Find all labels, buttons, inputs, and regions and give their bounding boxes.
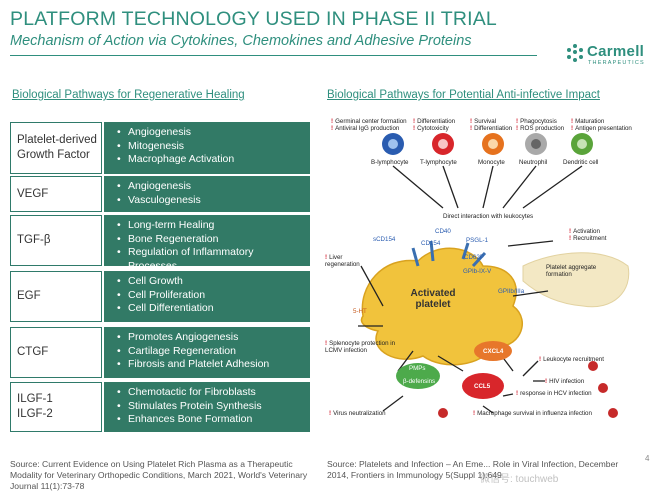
effect-item: •Cell Growth — [117, 275, 183, 287]
page-subtitle: Mechanism of Action via Cytokines, Chemo… — [10, 33, 472, 49]
effect-item: •Vasculogenesis — [117, 193, 201, 206]
virus-icon — [598, 383, 608, 393]
right-source: Source: Platelets and Infection – An Eme… — [327, 459, 619, 480]
carmell-logo-icon — [567, 44, 583, 62]
pathway-row: EGF •Cell Growth •Cell Proliferation •Ce… — [10, 271, 310, 322]
pathway-row: TGF-β •Long-term Healing •Bone Regenerat… — [10, 215, 310, 272]
pathway-label: Platelet-derived Growth Factor — [10, 122, 102, 174]
logo-tagline: THERAPEUTICS — [588, 60, 645, 66]
molecule-label: PSGL-1 — [466, 237, 489, 244]
defensin-label: β-defensins — [403, 378, 436, 385]
effect-label: !Activation!Recruitment — [569, 228, 607, 243]
pathway-effects: •Long-term Healing •Bone Regeneration •R… — [104, 215, 310, 272]
virus-icon — [608, 408, 618, 418]
left-section-heading: Biological Pathways for Regenerative Hea… — [12, 89, 245, 101]
pathway-label: VEGF — [10, 176, 102, 212]
pathway-effects: •Promotes Angiogenesis •Cartilage Regene… — [104, 327, 310, 378]
cell-label: B-lymphocyte — [371, 159, 409, 166]
molecule-label: CD62P — [464, 254, 484, 261]
pmp-label: PMPs — [409, 365, 426, 372]
ccl5-label: CCL5 — [474, 383, 491, 390]
page-title: PLATFORM TECHNOLOGY USED IN PHASE II TRI… — [10, 8, 497, 30]
virus-icon — [588, 361, 598, 371]
page-number: 4 — [645, 454, 650, 463]
company-logo: Carmell THERAPEUTICS — [565, 43, 657, 69]
virus-icon — [438, 408, 448, 418]
cxcl4-blob — [474, 341, 512, 361]
diagram-graphics — [358, 133, 630, 418]
pathway-effects: •Chemotactic for Fibroblasts •Stimulates… — [104, 382, 310, 432]
molecule-label: CD40 — [435, 228, 451, 235]
molecule-label: 5-HT — [353, 308, 367, 315]
effect-label: !HIV infection — [545, 378, 585, 385]
effect-item: •Chemotactic for Fibroblasts — [117, 386, 256, 398]
effect-label: !Phagocytosis!ROS production — [516, 118, 565, 133]
logo-name: Carmell — [587, 43, 645, 60]
pathway-row: ILGF-1 ILGF-2 •Chemotactic for Fibroblas… — [10, 382, 310, 432]
pathway-row: VEGF •Angiogenesis •Vasculogenesis — [10, 176, 310, 212]
effect-label: !Leukocyte recruitment — [539, 356, 604, 363]
center-label: Activated platelet — [410, 288, 456, 310]
molecule-label: GPIIb/IIIa — [498, 288, 525, 295]
pathway-row: Platelet-derived Growth Factor •Angiogen… — [10, 122, 310, 174]
interaction-label: Direct interaction with leukocytes — [443, 213, 534, 220]
pathway-row: CTGF •Promotes Angiogenesis •Cartilage R… — [10, 327, 310, 378]
cell-label: Monocyte — [478, 159, 505, 166]
title-divider — [10, 55, 537, 56]
cxcl4-label: CXCL4 — [483, 348, 504, 355]
effect-label: !Differentiation!Cytotoxicity — [413, 118, 456, 133]
effect-item: •Bone Regeneration — [117, 232, 219, 245]
effect-label: !response in HCV infection — [516, 390, 592, 397]
effect-label: !Liver regeneration — [325, 254, 360, 269]
molecule-label: GPIb-IX-V — [463, 268, 492, 275]
pmp-blob — [396, 363, 440, 389]
effect-item: •Angiogenesis — [117, 126, 192, 138]
cell-label: Neutrophil — [519, 159, 548, 166]
pathway-label: ILGF-1 ILGF-2 — [10, 382, 102, 432]
pathway-effects: •Cell Growth •Cell Proliferation •Cell D… — [104, 271, 310, 322]
watermark-text: 微信号: touchweb — [480, 474, 559, 485]
effect-item: •Fibrosis and Platelet Adhesion — [117, 358, 270, 370]
effect-item: •Mitogenesis — [117, 139, 185, 152]
pathway-label: TGF-β — [10, 215, 102, 266]
ccl5-blob — [462, 373, 504, 399]
effect-item: •Macrophage Activation — [117, 153, 235, 165]
effect-item: •Promotes Angiogenesis — [117, 331, 239, 343]
effect-label: !Maturation!Antigen presentation — [571, 118, 632, 133]
effect-label: !Virus neutralization — [329, 410, 386, 417]
pathway-label: CTGF — [10, 327, 102, 378]
aggregate-label: Platelet aggregate formation — [546, 264, 597, 279]
effect-item: •Regulation of Inflammatory Processes — [117, 246, 254, 272]
molecule-label: sCD154 — [373, 236, 396, 243]
platelet-diagram: !Germinal center formation!Antiviral IgG… — [323, 116, 633, 453]
effect-item: •Cell Proliferation — [117, 288, 206, 301]
effect-label: !Survival!Differentiation — [470, 118, 513, 133]
pathway-effects: •Angiogenesis •Vasculogenesis — [104, 176, 310, 212]
effect-item: •Angiogenesis — [117, 180, 192, 192]
cell-label: T-lymphocyte — [420, 159, 457, 166]
effect-label: !Macrophage survival in influenza infect… — [473, 410, 592, 417]
molecule-label: CD154 — [421, 240, 441, 247]
pathway-label: EGF — [10, 271, 102, 322]
left-source: Source: Current Evidence on Using Platel… — [10, 459, 308, 491]
effect-item: •Cartilage Regeneration — [117, 344, 236, 357]
effect-label: !Germinal center formation!Antiviral IgG… — [331, 118, 407, 133]
effect-item: •Enhances Bone Formation — [117, 413, 253, 425]
effect-item: •Stimulates Protein Synthesis — [117, 399, 262, 412]
pathway-effects: •Angiogenesis •Mitogenesis •Macrophage A… — [104, 122, 310, 174]
effect-item: •Cell Differentiation — [117, 302, 214, 314]
effect-label: !Splenocyte protection in LCMV infection — [325, 340, 396, 355]
cell-label: Dendritic cell — [563, 159, 599, 166]
right-section-heading: Biological Pathways for Potential Anti-i… — [327, 89, 600, 101]
effect-item: •Long-term Healing — [117, 219, 215, 231]
